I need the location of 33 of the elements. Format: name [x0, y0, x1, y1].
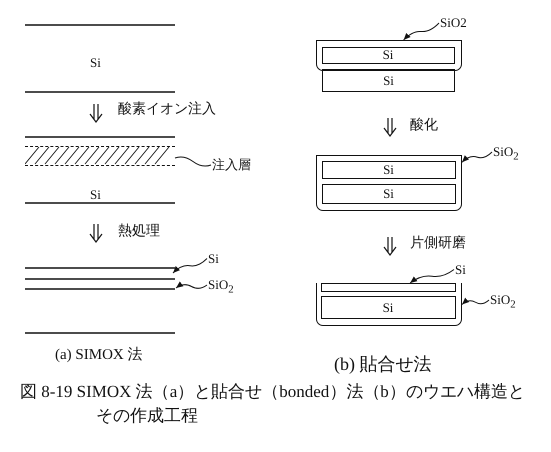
- oxide-shell: [316, 40, 462, 71]
- callout-label: SiO$_{2}$: [493, 143, 523, 161]
- panel-caption: (a) SIMOX 法: [55, 346, 142, 364]
- layer-label: Si: [90, 186, 101, 204]
- silicon-layer: Si: [320, 296, 456, 319]
- oxide-shell: [316, 283, 462, 326]
- panel-caption: (b) 貼合せ法: [334, 355, 432, 373]
- silicon-layer: Si: [322, 69, 455, 92]
- callout-label: SiO2: [440, 14, 472, 32]
- leader-line: [462, 298, 490, 305]
- callout-label: Si: [455, 261, 471, 278]
- silicon-layer: Si: [322, 184, 456, 204]
- step-label: 片側研磨: [410, 235, 466, 253]
- step-label: 酸化: [410, 117, 438, 135]
- implanted-layer: [25, 146, 175, 166]
- callout-label: Si: [208, 250, 224, 267]
- silicon-layer: Si: [322, 46, 454, 64]
- figure-caption: 図 8-19 SIMOX 法（a）と貼合せ（bonded）法（b）のウエハ構造とその作成工程: [20, 381, 526, 427]
- leader-line: [176, 282, 208, 289]
- leader-line: [403, 22, 440, 40]
- step-label: 熱処理: [118, 223, 160, 241]
- layer-label: Si: [90, 54, 101, 72]
- leader-line: [462, 152, 492, 163]
- callout-label: SiO$_{2}$: [208, 276, 238, 294]
- callout-label: SiO$_{2}$: [490, 291, 520, 309]
- callout-label: 注入層: [212, 156, 254, 174]
- leader-line: [172, 258, 208, 274]
- leader-line: [174, 156, 212, 167]
- thin-silicon-layer: [320, 283, 456, 292]
- silicon-layer: Si: [322, 160, 456, 178]
- oxide-shell: [316, 155, 462, 211]
- leader-line: [410, 269, 454, 284]
- step-label: 酸素イオン注入: [118, 101, 216, 119]
